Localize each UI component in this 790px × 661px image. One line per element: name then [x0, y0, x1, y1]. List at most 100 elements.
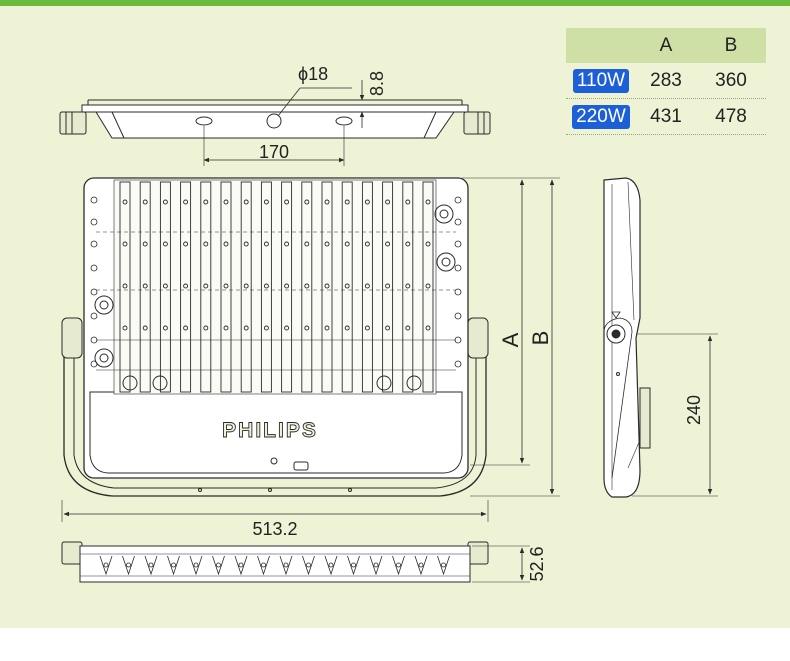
bottom-fin-hole — [396, 562, 401, 568]
fin-screw — [284, 283, 290, 289]
fin-screw — [243, 325, 249, 331]
dim-hole-spacing: 170 — [259, 142, 289, 162]
fin-screw — [284, 241, 290, 247]
fin-screw — [183, 283, 189, 289]
table-row: 110W 283 360 — [566, 63, 766, 99]
heatsink-fin — [240, 181, 252, 393]
bottom-fin — [257, 555, 270, 576]
fin-screw — [183, 199, 189, 205]
fin-screw — [142, 283, 148, 289]
bolt-hole — [454, 312, 462, 320]
bottom-fin-hole — [171, 562, 176, 568]
bottom-fin — [99, 555, 113, 576]
value-a: 283 — [650, 69, 682, 91]
fin-screw — [142, 199, 148, 205]
bottom-fin — [347, 555, 360, 576]
fin-screw — [385, 283, 391, 289]
dim-top-height: 8.8 — [367, 71, 387, 96]
bottom-fin-hole — [148, 562, 154, 568]
fin-screw — [203, 325, 209, 331]
fin-screw — [304, 241, 310, 247]
fin-screw — [284, 199, 290, 205]
fin-screw — [203, 283, 209, 289]
bottom-fin-hole — [126, 562, 131, 568]
bottom-view — [61, 541, 530, 583]
dim-width: 513.2 — [252, 519, 297, 539]
bottom-fin — [144, 555, 158, 576]
bottom-fin-hole — [306, 562, 311, 568]
fin-screw — [203, 199, 209, 205]
bolt-hole — [454, 288, 462, 296]
fin-screw — [344, 283, 350, 289]
side-view — [603, 177, 718, 498]
bottom-fin — [437, 555, 450, 576]
fin-screw — [223, 199, 229, 205]
bottom-fin — [324, 555, 338, 576]
bottom-fin — [234, 555, 248, 576]
heatsink-fin — [321, 181, 333, 393]
heatsink-fin — [180, 181, 192, 393]
heatsink-fin — [382, 181, 394, 393]
fin-screw — [324, 241, 330, 247]
fin-screw — [304, 325, 310, 331]
heatsink-fin — [159, 181, 171, 393]
table-row: 220W 431 478 — [566, 99, 766, 135]
bottom-fin — [392, 555, 405, 576]
dim-side-height: 240 — [684, 395, 704, 425]
fin-screw — [304, 199, 310, 205]
fin-screw — [425, 325, 431, 331]
fin-screw — [223, 241, 229, 247]
fin-screw — [284, 325, 290, 331]
value-b: 360 — [715, 69, 747, 91]
fin-screw — [405, 241, 411, 247]
fin-screw — [405, 325, 411, 331]
watt-badge: 220W — [572, 104, 630, 129]
dim-b-label: B — [528, 331, 553, 346]
bolt-hole — [454, 218, 462, 226]
bottom-fin — [167, 555, 180, 576]
fin-screw — [425, 199, 431, 205]
dim-bottom-height: 52.6 — [527, 546, 547, 581]
fin-screw — [162, 283, 168, 289]
fin-screw — [263, 325, 269, 331]
heatsink-fin — [220, 181, 232, 393]
bottom-fin-hole — [373, 562, 379, 568]
fin-screw — [142, 325, 148, 331]
fin-screw — [243, 241, 249, 247]
bottom-fin-hole — [328, 562, 334, 568]
fin-screw — [122, 199, 128, 205]
watt-badge: 110W — [572, 68, 630, 93]
top-view — [59, 80, 491, 166]
fin-screw — [425, 241, 431, 247]
fin-screw — [122, 241, 128, 247]
fin-screw — [223, 283, 229, 289]
bottom-fin-hole — [441, 562, 446, 568]
fin-screw — [385, 325, 391, 331]
fin-screw — [344, 241, 350, 247]
fin-screw — [385, 199, 391, 205]
spec-table-header: A B — [566, 28, 766, 63]
heatsink-fin — [341, 181, 353, 393]
fin-screw — [263, 199, 269, 205]
top-accent-bar — [0, 0, 790, 6]
heatsink-fin — [200, 181, 212, 393]
heatsink-fin — [119, 181, 131, 393]
fin-screw — [364, 241, 370, 247]
fin-screw — [203, 241, 209, 247]
fin-screw — [122, 283, 128, 289]
heatsink-fin — [422, 181, 434, 393]
dim-hole-diameter: ϕ18 — [298, 64, 328, 84]
fin-screw — [304, 283, 310, 289]
value-b: 478 — [715, 105, 747, 127]
fin-screw — [385, 241, 391, 247]
heatsink-fin — [281, 181, 293, 393]
fin-screw — [243, 283, 249, 289]
fin-screw — [364, 283, 370, 289]
fin-screw — [344, 325, 350, 331]
bottom-fin — [122, 555, 135, 576]
bolt-hole — [90, 336, 98, 344]
bolt-hole — [454, 264, 462, 272]
fin-screw — [183, 241, 189, 247]
fin-screw — [142, 241, 148, 247]
